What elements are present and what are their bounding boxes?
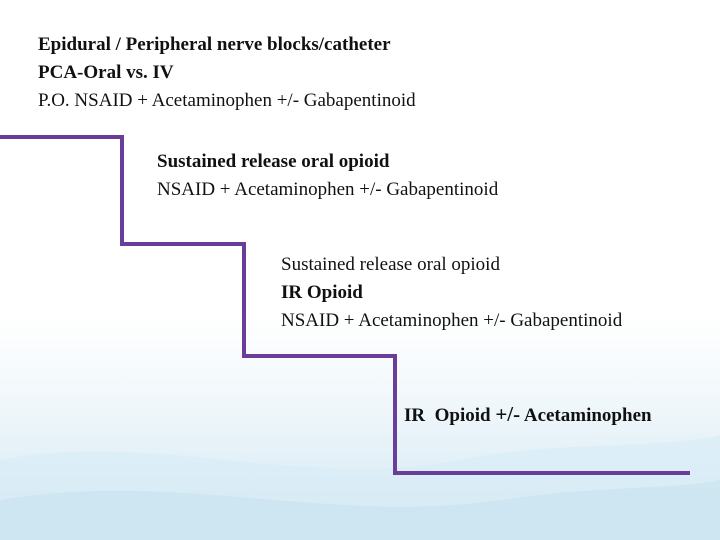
step-3-text: Sustained release oral opioid IR Opioid … (281, 251, 622, 335)
step-2-line-2: NSAID + Acetaminophen +/- Gabapentinoid (157, 179, 499, 200)
step-4-part-1: IR Opioid (404, 405, 496, 426)
step-3-line-1: Sustained release oral opioid (281, 254, 500, 275)
step-3-line-3: NSAID + Acetaminophen +/- Gabapentinoid (281, 310, 623, 331)
step-1-line-3: P.O. NSAID + Acetaminophen +/- Gabapenti… (38, 90, 416, 111)
step-4-text: IR Opioid +/- Acetaminophen (404, 400, 652, 430)
step-4-plusminus: +/- (495, 402, 521, 426)
step-1-text: Epidural / Peripheral nerve blocks/cathe… (38, 31, 416, 115)
step-2-text: Sustained release oral opioid NSAID + Ac… (157, 148, 498, 204)
step-3-line-2: IR Opioid (281, 282, 363, 303)
step-1-line-1: Epidural / Peripheral nerve blocks/cathe… (38, 34, 391, 55)
step-2-line-1: Sustained release oral opioid (157, 151, 390, 172)
staircase-path (0, 135, 690, 475)
step-4-part-3: Acetaminophen (520, 405, 652, 426)
step-1-line-2: PCA-Oral vs. IV (38, 62, 174, 83)
